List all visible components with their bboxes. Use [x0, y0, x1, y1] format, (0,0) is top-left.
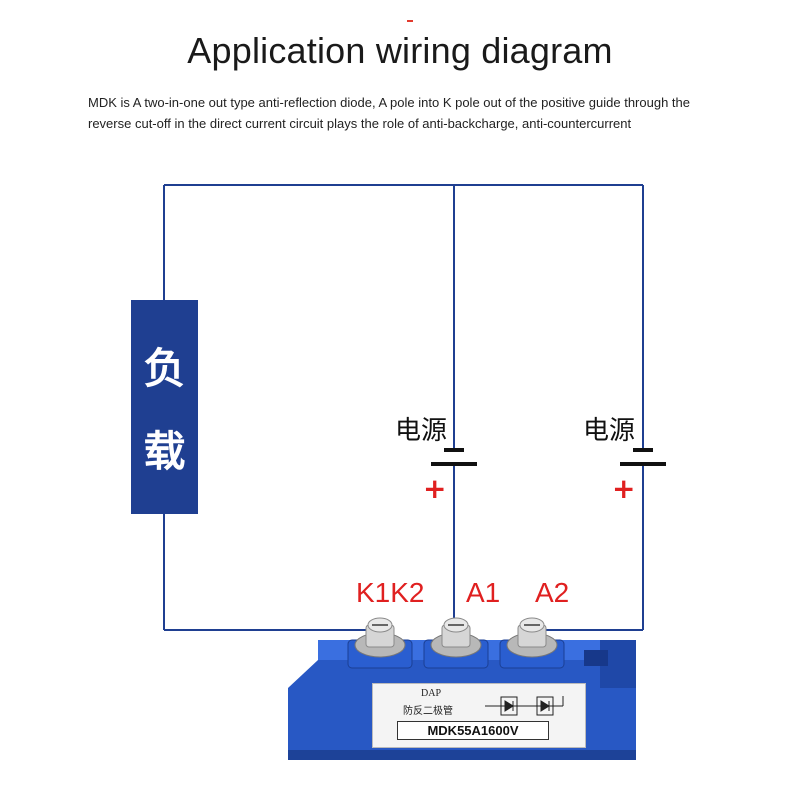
terminal-label-k1k2: K1K2	[356, 577, 425, 608]
load-char-2: 载	[143, 427, 186, 476]
module-nameplate: DAP 防反二极管 MDK55A1600V	[372, 683, 586, 748]
screw-terminal-a2	[506, 617, 558, 658]
battery-symbol-1	[431, 448, 477, 466]
load-block: 负 载	[131, 300, 198, 514]
description-text: MDK is A two-in-one out type anti-reflec…	[88, 95, 690, 131]
module-brand: DAP	[421, 688, 442, 699]
module-model-number: MDK55A1600V	[397, 721, 549, 740]
screw-terminal-a1	[430, 617, 482, 658]
wires	[163, 184, 644, 631]
module-front-edge	[288, 750, 636, 760]
power-source-polarity-2: +	[612, 472, 636, 505]
power-source-label-1: 电源	[395, 416, 448, 446]
screw-terminal-k	[354, 617, 406, 658]
accent-mark	[407, 20, 413, 22]
module-notch	[584, 650, 608, 666]
module-name-cn: 防反二极管	[403, 706, 453, 717]
power-source-label-2: 电源	[583, 416, 636, 446]
page-title: Application wiring diagram	[187, 30, 613, 71]
battery-symbol-2	[620, 448, 666, 466]
load-char-1: 负	[143, 344, 186, 393]
terminal-label-a1: A1	[466, 577, 501, 608]
terminal-label-a2: A2	[535, 577, 570, 608]
diode-schematic-icon	[485, 696, 564, 716]
power-source-polarity-1: +	[423, 472, 447, 505]
